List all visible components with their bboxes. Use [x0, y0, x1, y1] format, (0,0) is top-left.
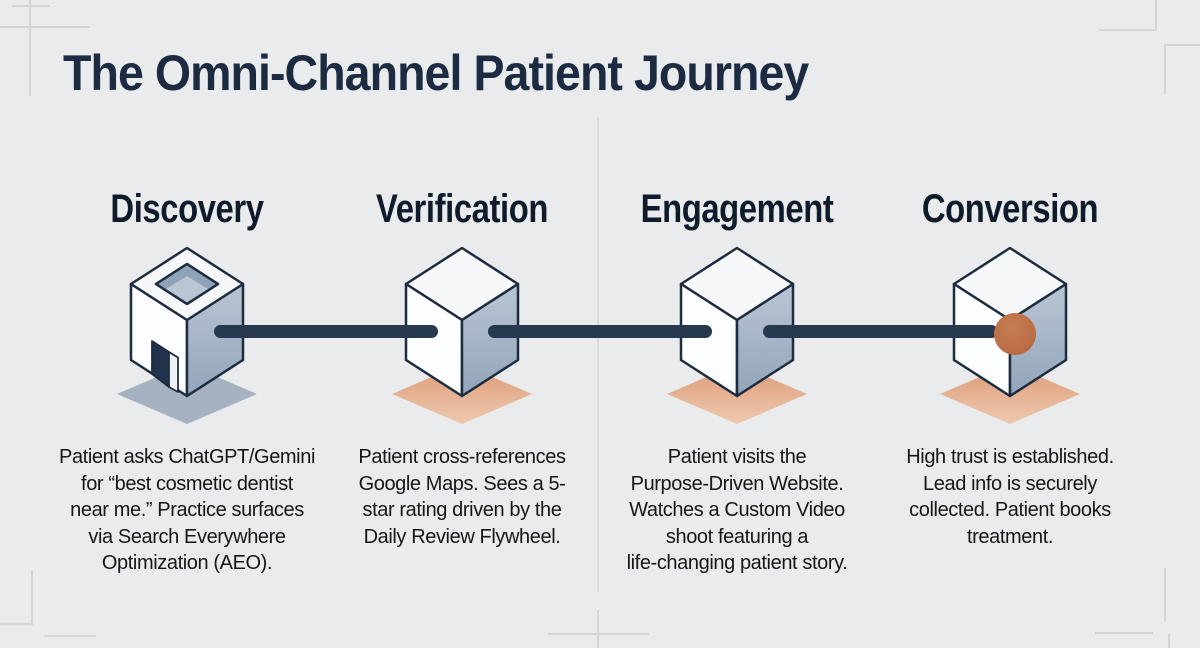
corner-mark: [1168, 634, 1170, 648]
stage-verification: Verification Patient cross-references Go…: [312, 0, 612, 648]
journey-line-segment: [214, 325, 438, 338]
stage-description: High trust is established. Lead info is …: [906, 446, 1114, 548]
conversion-node: [994, 313, 1036, 355]
stage-description: Patient visits the Purpose-Driven Websit…: [626, 446, 848, 574]
stage-label: Discovery: [110, 187, 264, 231]
cube-icon: [667, 246, 807, 424]
corner-mark: [1164, 44, 1200, 46]
bottom-center-mark: [597, 610, 599, 648]
stage-label: Conversion: [921, 187, 1099, 231]
page-title: The Omni-Channel Patient Journey: [63, 45, 809, 101]
corner-mark: [12, 5, 50, 7]
corner-mark: [1155, 0, 1157, 31]
corner-mark: [44, 635, 96, 637]
stage-description: Patient cross-references Google Maps. Se…: [358, 446, 566, 548]
corner-mark: [0, 26, 90, 28]
stage-description: Patient asks ChatGPT/Gemini for “best co…: [59, 446, 315, 574]
corner-mark: [29, 0, 31, 96]
stage-conversion: Conversion High trust is established. Le…: [860, 0, 1160, 648]
corner-mark: [31, 570, 33, 625]
corner-mark: [1099, 29, 1157, 31]
journey-line-segment: [488, 325, 712, 338]
corner-mark: [0, 623, 33, 625]
cube-icon: [392, 246, 532, 424]
stage-discovery: Discovery Patient asks ChatGPT/Gemini fo…: [37, 0, 337, 648]
center-divider-line: [597, 117, 599, 592]
corner-mark: [1095, 632, 1153, 634]
cube-with-node-icon: [940, 246, 1080, 424]
open-top-building-cube-icon: [117, 246, 257, 424]
stage-engagement: Engagement Patient visits the Purpose-Dr…: [587, 0, 887, 648]
journey-line-segment: [763, 325, 998, 338]
corner-mark: [1164, 44, 1166, 94]
stage-label: Engagement: [640, 187, 834, 231]
corner-mark: [1164, 568, 1166, 621]
stage-label: Verification: [376, 187, 548, 231]
